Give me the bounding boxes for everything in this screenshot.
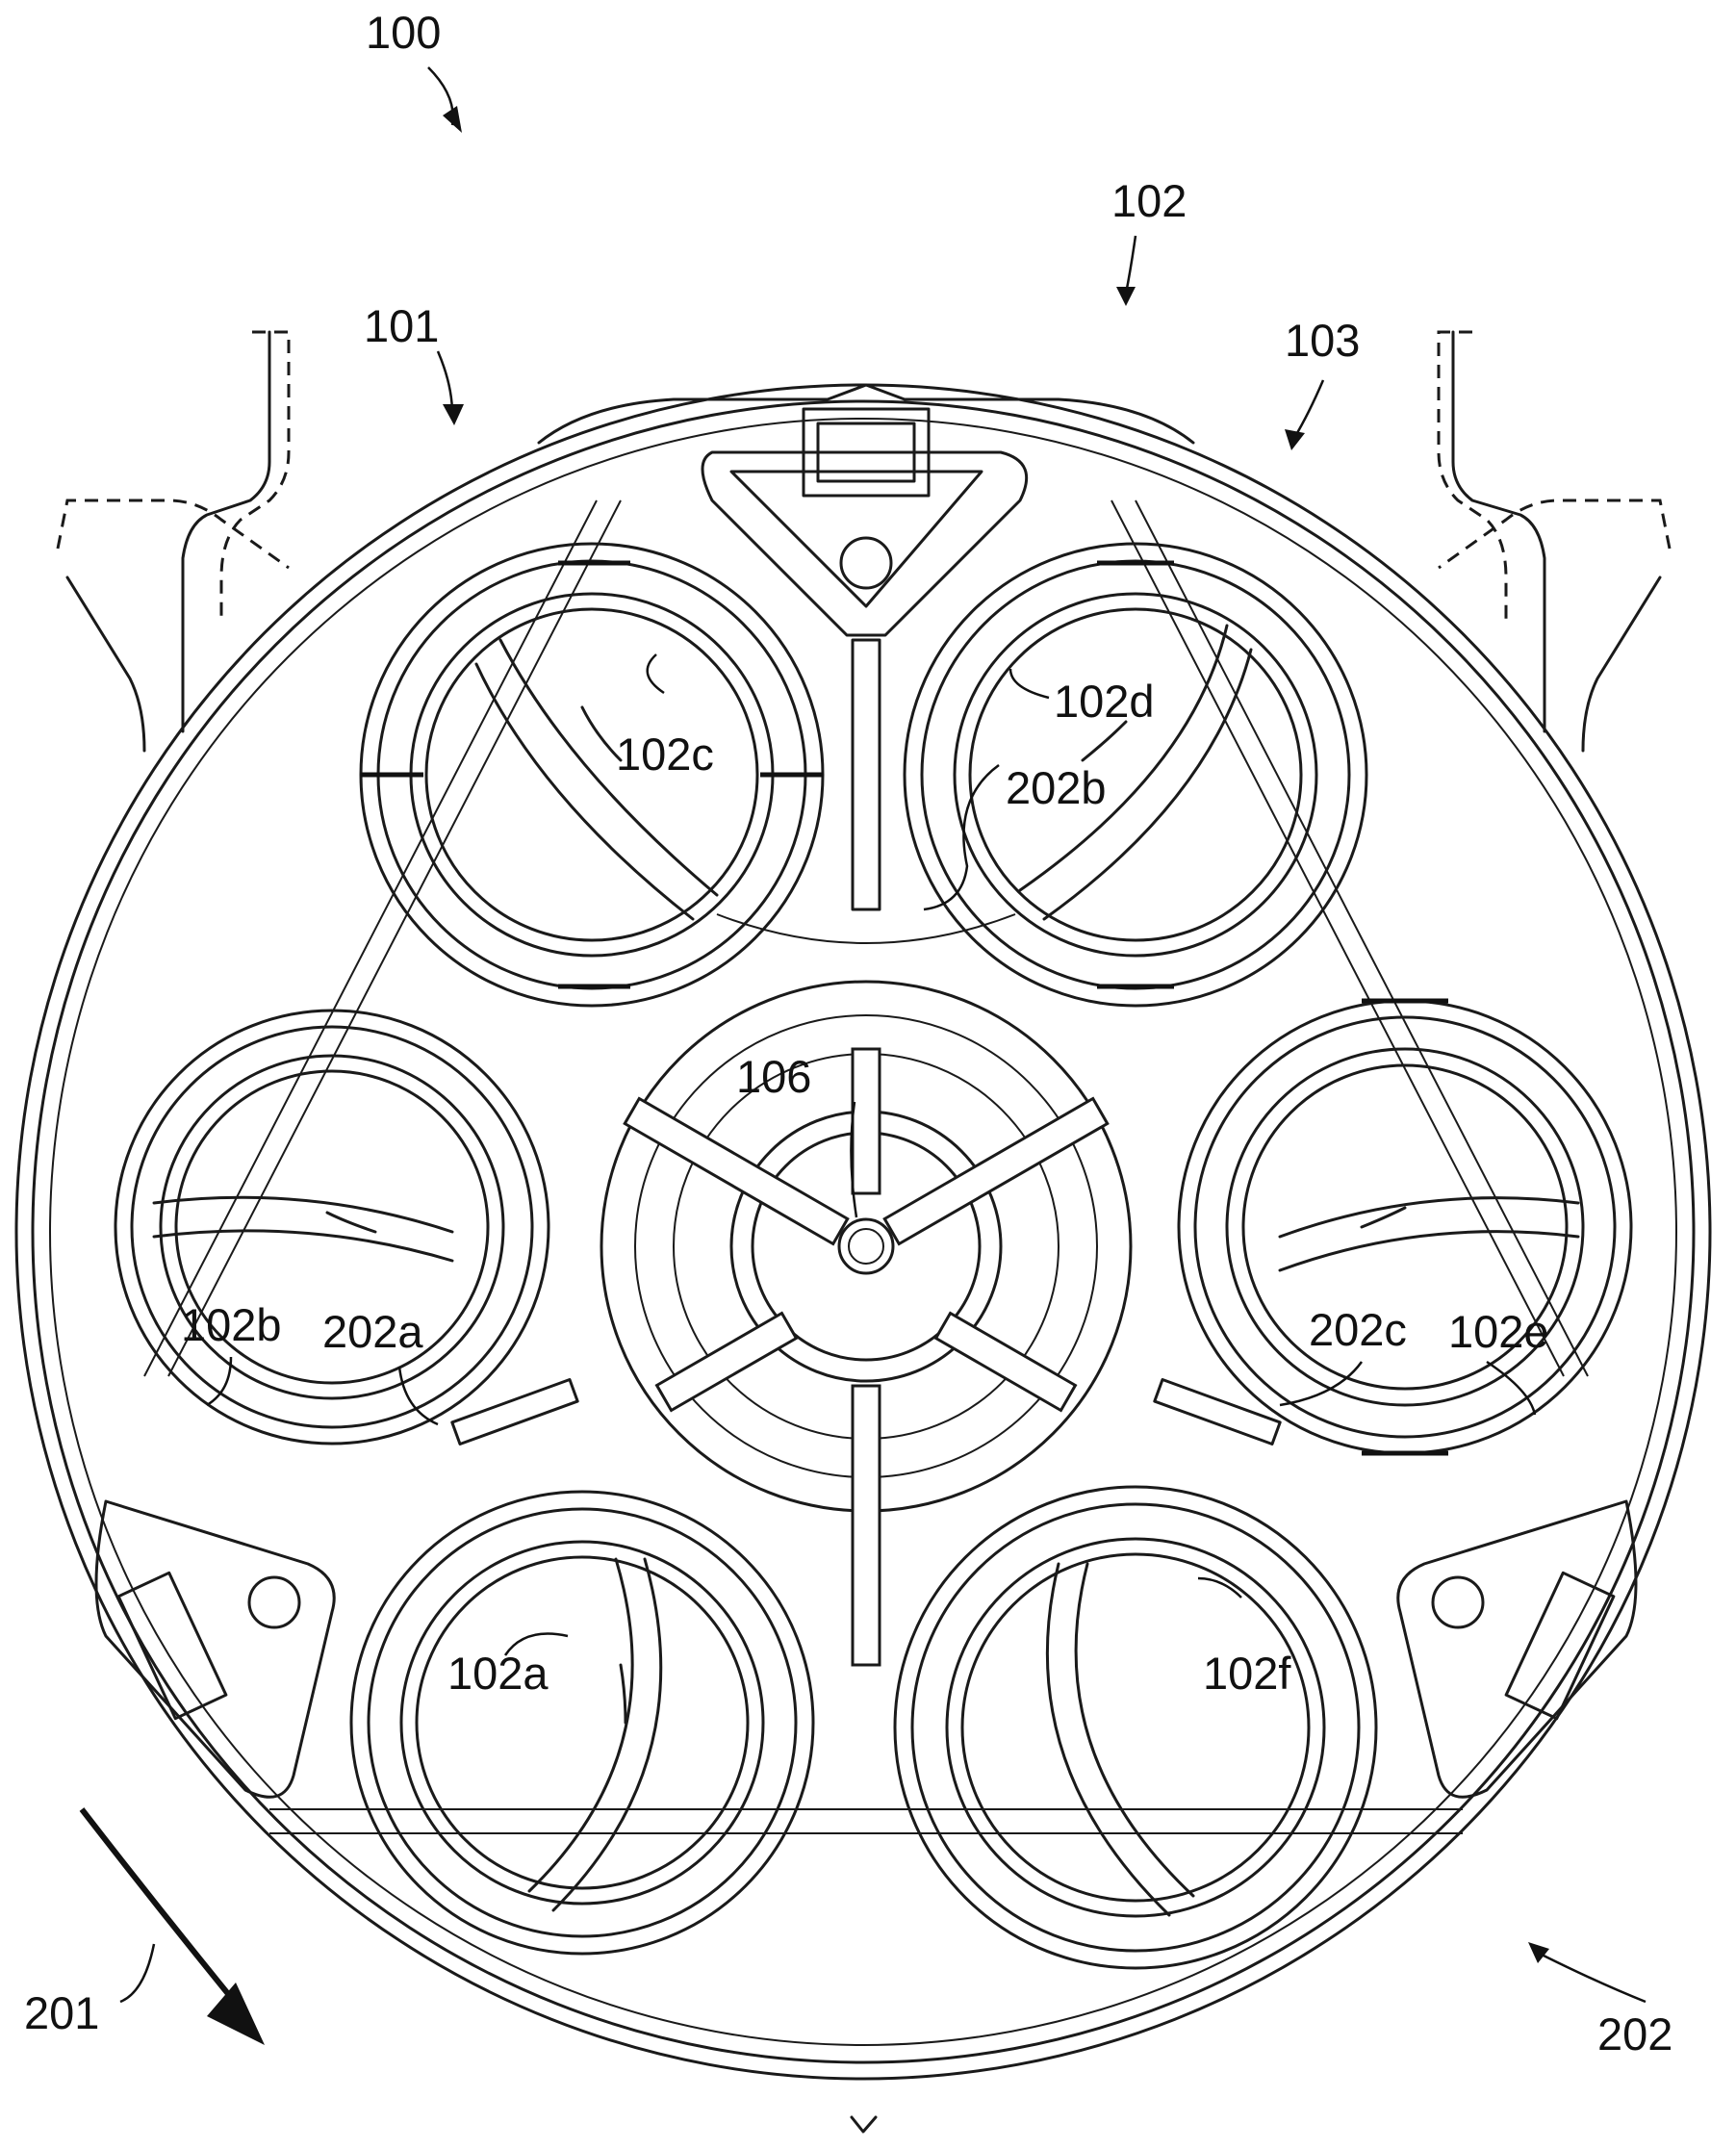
label-202: 202 xyxy=(1597,2008,1672,2059)
outer-housing xyxy=(16,385,1710,2132)
left-mount-bracket xyxy=(58,332,289,751)
label-102a: 102a xyxy=(447,1648,549,1699)
label-202a: 202a xyxy=(322,1306,423,1357)
label-103: 103 xyxy=(1285,315,1360,366)
label-102f: 102f xyxy=(1203,1648,1291,1699)
cartridge-102d xyxy=(905,544,1366,1006)
label-102b: 102b xyxy=(181,1299,282,1350)
label-102: 102 xyxy=(1111,175,1187,226)
central-hub xyxy=(601,982,1131,1665)
label-102e: 102e xyxy=(1448,1306,1549,1357)
cartridge-102c xyxy=(361,544,823,1006)
cartridge-102b xyxy=(115,1011,549,1444)
label-202b: 202b xyxy=(1006,762,1107,813)
label-202c: 202c xyxy=(1309,1304,1407,1355)
label-201: 201 xyxy=(24,1987,99,2038)
label-106: 106 xyxy=(736,1051,811,1102)
cartridge-102f xyxy=(895,1487,1376,1968)
rotation-arrow-201 xyxy=(82,1809,265,2045)
label-102d: 102d xyxy=(1054,676,1155,727)
cartridge-102a xyxy=(351,1492,813,1954)
right-mount-bracket xyxy=(1439,332,1670,751)
reference-labels: 100 102 101 103 102c 102d 202b 106 102b … xyxy=(24,7,1672,2059)
leader-lines xyxy=(120,67,1646,2002)
label-102c: 102c xyxy=(616,729,714,780)
label-100: 100 xyxy=(366,7,441,58)
label-101: 101 xyxy=(364,300,439,351)
